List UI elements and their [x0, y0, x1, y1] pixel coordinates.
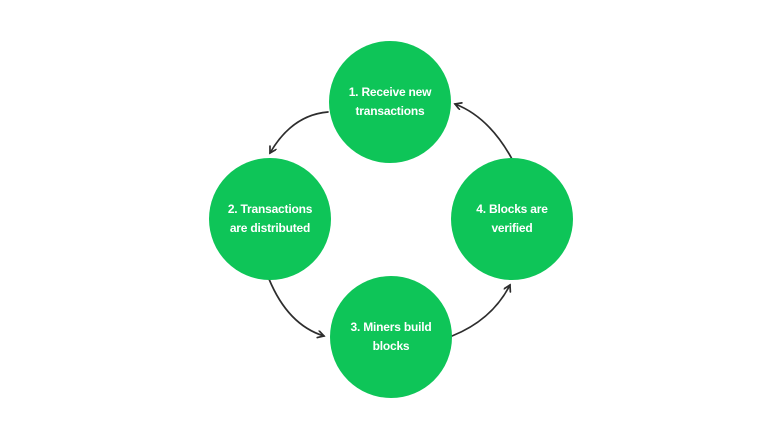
- arrow-step1-to-step2: [270, 111, 329, 153]
- arrow-step2-to-step3: [268, 278, 324, 336]
- node-step-1: 1. Receive new transactions: [329, 41, 451, 163]
- node-step-2-label: 2. Transactions are distributed: [227, 200, 313, 238]
- node-step-4: 4. Blocks are verified: [451, 158, 573, 280]
- node-step-4-line1: 4. Blocks are: [476, 202, 548, 216]
- node-step-3: 3. Miners build blocks: [330, 276, 452, 398]
- node-step-2: 2. Transactions are distributed: [209, 158, 331, 280]
- arrow-step4-to-step1: [455, 104, 513, 160]
- node-step-1-line2: transactions: [355, 104, 425, 118]
- node-step-3-label: 3. Miners build blocks: [350, 318, 431, 356]
- node-step-4-label: 4. Blocks are verified: [476, 200, 548, 238]
- node-step-1-label: 1. Receive new transactions: [349, 83, 432, 121]
- node-step-3-line2: blocks: [372, 339, 410, 353]
- arrow-step3-to-step4: [451, 285, 510, 337]
- node-step-1-line1: 1. Receive new: [348, 85, 432, 99]
- node-step-2-line2: are distributed: [229, 221, 311, 235]
- node-step-2-line1: 2. Transactions: [227, 202, 313, 216]
- node-step-3-line1: 3. Miners build: [350, 320, 432, 334]
- node-step-4-line2: verified: [491, 221, 533, 235]
